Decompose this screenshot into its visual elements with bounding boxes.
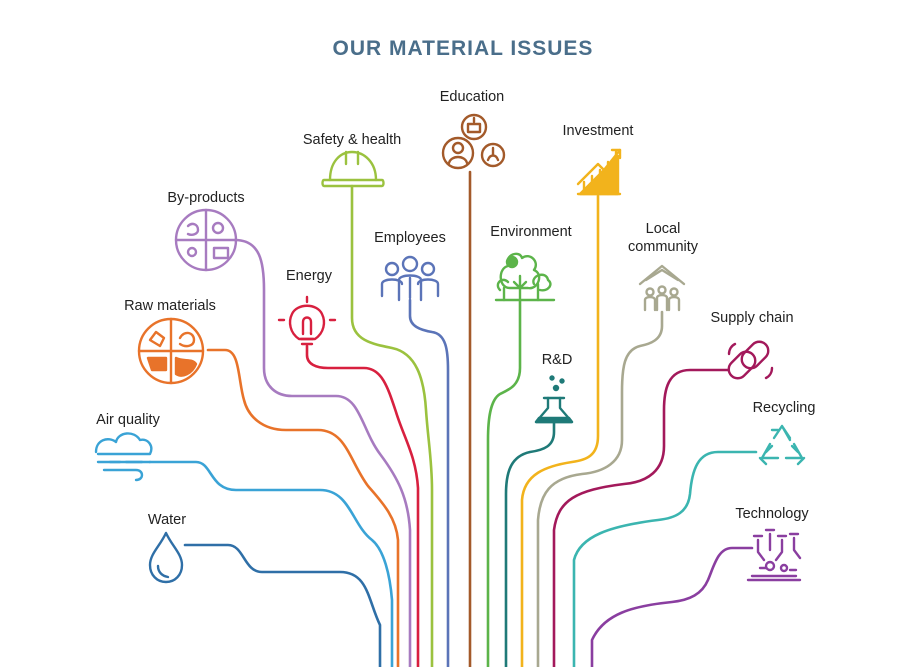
line-raw-materials bbox=[206, 348, 400, 667]
recycle-icon bbox=[758, 424, 806, 466]
label-air-quality: Air quality bbox=[96, 412, 160, 428]
hard-hat-icon bbox=[321, 150, 385, 188]
line-energy bbox=[305, 344, 420, 667]
label-technology: Technology bbox=[735, 506, 809, 522]
line-safety-health bbox=[350, 184, 434, 667]
label-recycling: Recycling bbox=[753, 400, 816, 416]
wind-icon bbox=[94, 432, 153, 482]
label-rd: R&D bbox=[542, 352, 573, 368]
label-energy: Energy bbox=[286, 268, 333, 284]
label-supply-chain: Supply chain bbox=[710, 310, 793, 326]
label-education: Education bbox=[440, 89, 505, 105]
label-investment: Investment bbox=[563, 123, 634, 139]
line-technology bbox=[590, 546, 754, 667]
trees-icon bbox=[494, 252, 556, 302]
people-icon bbox=[380, 255, 440, 302]
line-by-products bbox=[233, 238, 412, 667]
education-icon bbox=[441, 113, 506, 170]
by-products-icon bbox=[174, 208, 238, 272]
community-house-icon bbox=[638, 264, 686, 312]
line-environment bbox=[486, 298, 522, 667]
line-recycling bbox=[572, 450, 758, 667]
line-employees bbox=[408, 298, 450, 667]
light-bulb-icon bbox=[277, 295, 337, 346]
line-rd bbox=[504, 420, 556, 667]
line-investment bbox=[520, 194, 600, 667]
label-safety-health: Safety & health bbox=[303, 132, 401, 148]
label-local-community-line2: community bbox=[628, 239, 699, 255]
robot-arm-icon bbox=[746, 528, 802, 582]
label-local-community-line1: Local bbox=[646, 221, 681, 237]
label-water: Water bbox=[148, 512, 186, 528]
label-environment: Environment bbox=[490, 224, 571, 240]
flask-icon bbox=[534, 375, 574, 424]
growth-chart-icon bbox=[576, 148, 622, 196]
label-raw-materials: Raw materials bbox=[124, 298, 216, 314]
label-by-products: By-products bbox=[167, 190, 244, 206]
line-supply-chain bbox=[552, 368, 730, 667]
line-air-quality bbox=[148, 460, 394, 667]
page-title: OUR MATERIAL ISSUES bbox=[333, 37, 594, 60]
chain-link-icon bbox=[727, 340, 774, 380]
line-local-community bbox=[536, 310, 664, 667]
water-drop-icon bbox=[148, 531, 184, 584]
line-water bbox=[183, 543, 382, 667]
raw-materials-icon bbox=[137, 317, 205, 385]
label-employees: Employees bbox=[374, 230, 446, 246]
